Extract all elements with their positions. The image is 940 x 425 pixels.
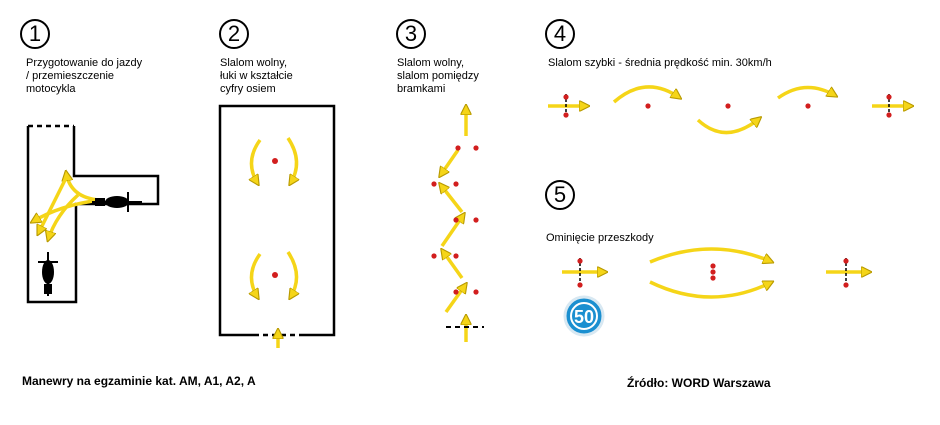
maneuver-1-label: Przygotowanie do jazdy / przemieszczenie…	[26, 57, 143, 95]
zigzag-arrow	[440, 184, 464, 214]
maneuver-4-number: 4	[545, 19, 575, 49]
maneuver-3-number: 3	[396, 19, 426, 49]
maneuver-1-arrows	[32, 172, 101, 240]
zigzag-arrow	[444, 284, 466, 314]
arc-upper-right	[286, 137, 297, 184]
maneuver-4-arrows	[548, 85, 912, 135]
maneuver-3-arrows	[440, 106, 466, 342]
maneuver-5-label: Ominięcie przeszkody	[546, 232, 654, 244]
maneuver-1-number: 1	[20, 19, 50, 49]
maneuver-3-cones	[431, 145, 479, 295]
zigzag-arrow	[442, 250, 464, 280]
maneuver-2-cones	[272, 158, 278, 278]
maneuver-5-number: 5	[545, 180, 575, 210]
maneuver-4-label: Slalom szybki - średnia prędkość min. 30…	[548, 57, 772, 69]
maneuver-5-arrows	[562, 247, 870, 299]
maneuver-4-cones	[563, 94, 892, 118]
arc-lower-right	[286, 251, 297, 298]
fast-arc-3	[776, 85, 836, 100]
maneuver-2-area	[218, 104, 336, 337]
maneuver-2-arrows	[251, 137, 297, 348]
motorcycle-horizontal-icon	[92, 192, 142, 212]
zigzag-arrow	[440, 214, 464, 247]
maneuver-2-label: Slalom wolny, łuki w kształcie cyfry osi…	[220, 57, 293, 95]
maneuver-5-cones	[577, 258, 849, 288]
fast-arc-2	[696, 118, 760, 135]
rect-outline	[218, 104, 336, 337]
avoid-arc-lower	[649, 280, 772, 299]
speed-sign-icon: 50	[563, 295, 605, 337]
speed-sign-value: 50	[574, 307, 594, 327]
caption-left: Manewry na egzaminie kat. AM, A1, A2, A	[22, 374, 256, 388]
maneuver-3-label: Slalom wolny, slalom pomiędzy bramkami	[397, 57, 479, 95]
avoid-arc-upper	[649, 247, 772, 262]
maneuver-2-number: 2	[219, 19, 249, 49]
zigzag-arrow	[440, 149, 460, 176]
arrow-path-3	[36, 177, 68, 234]
arc-upper-left	[251, 138, 262, 184]
fast-arc-1	[612, 85, 680, 104]
cone	[272, 272, 278, 278]
motorcycle-vertical-icon	[38, 252, 58, 296]
caption-source: Źródło: WORD Warszawa	[627, 376, 771, 390]
arc-lower-left	[251, 252, 262, 298]
arrow-path-4	[48, 193, 80, 240]
cone	[272, 158, 278, 164]
